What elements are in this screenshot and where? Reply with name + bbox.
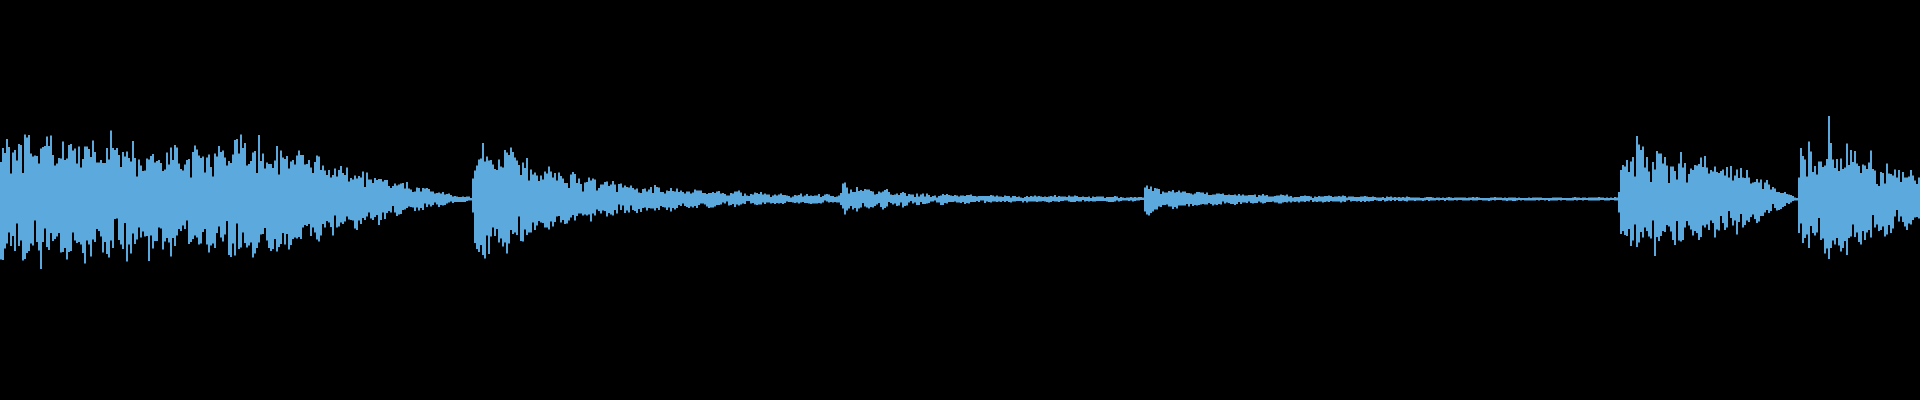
waveform-path [0, 116, 1920, 269]
